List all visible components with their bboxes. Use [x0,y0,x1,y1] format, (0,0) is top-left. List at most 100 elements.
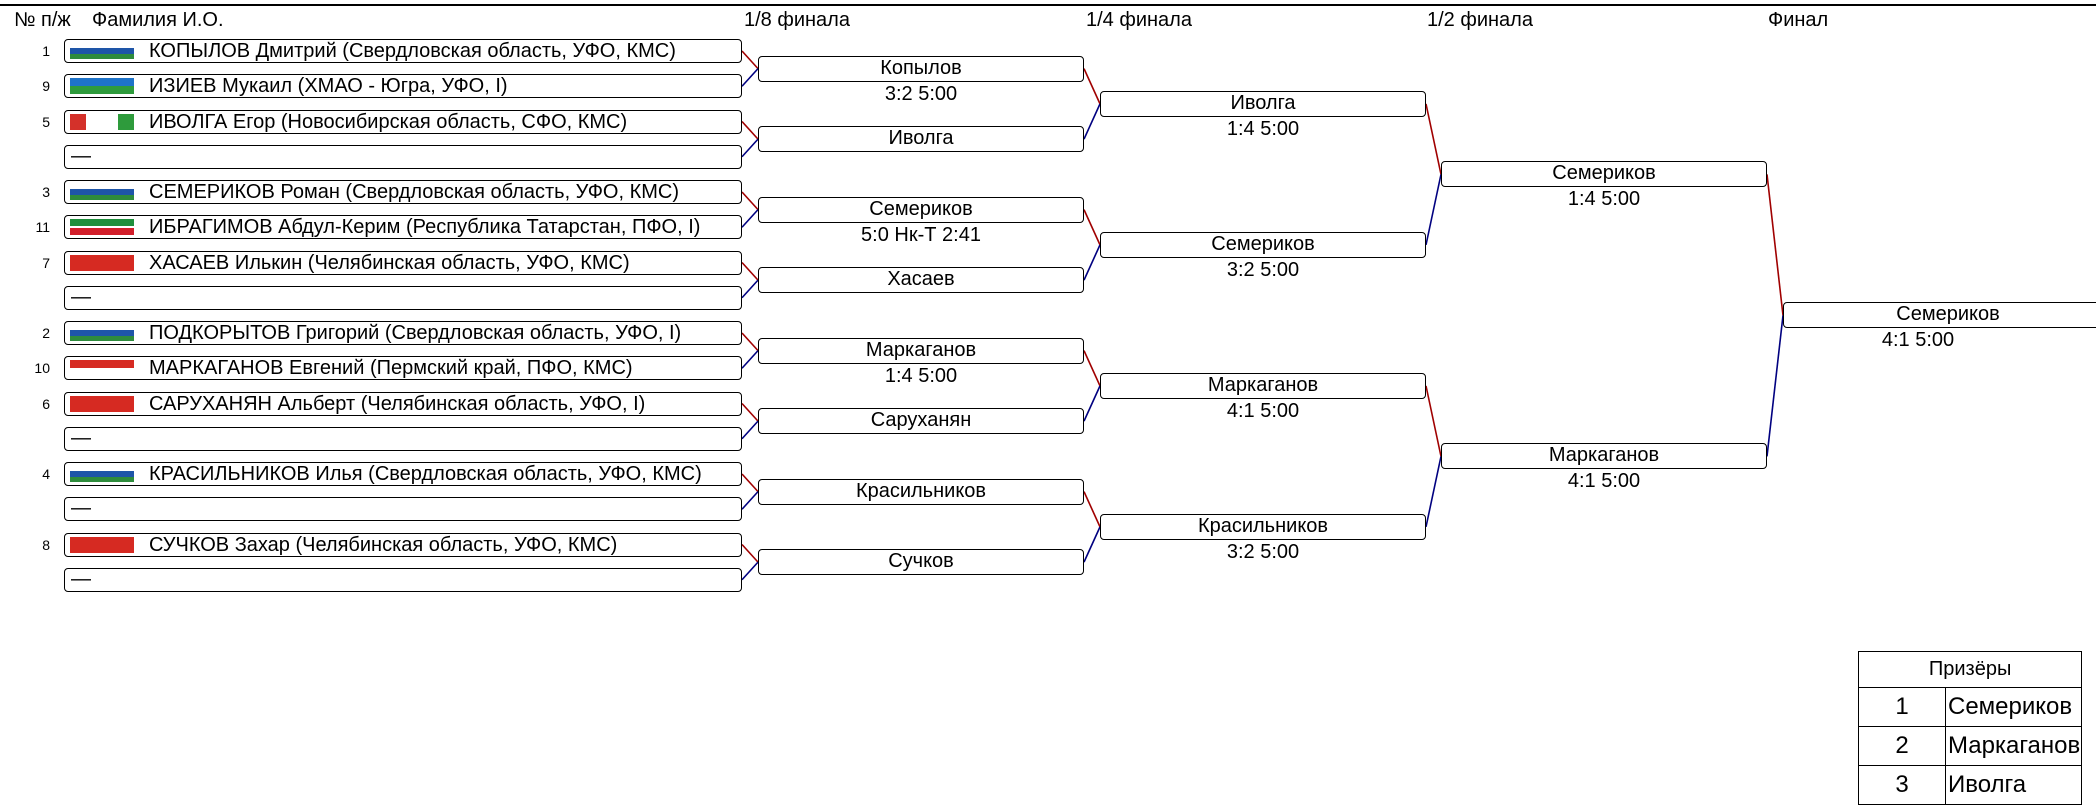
match-score: 1:4 5:00 [1226,117,1300,140]
match-winner[interactable]: Маркаганов [1441,443,1767,470]
flag-stripe [70,43,134,49]
tatarstan-flag-icon [70,219,134,236]
flag-stripe [70,466,134,472]
bracket-connector [741,209,759,228]
place-number: 2 [1858,726,1946,766]
player-entry[interactable]: КРАСИЛЬНИКОВ Илья (Свердловская область,… [64,462,742,486]
player-entry[interactable]: ПОДКОРЫТОВ Григорий (Свердловская област… [64,321,742,345]
bracket-connector [741,279,759,299]
flag-stripe [70,219,134,227]
player-entry[interactable]: СЕМЕРИКОВ Роман (Свердловская область, У… [64,180,742,204]
match-winner[interactable]: Семериков [1441,161,1767,188]
flag-stripe [70,113,134,130]
seed-number: 2 [42,325,50,341]
seed-number: 9 [42,78,50,95]
bracket-lines [741,50,1784,581]
bye-slot: — [71,497,91,520]
match-winner[interactable]: Саруханян [758,408,1084,435]
flag-stripe [70,189,134,195]
final-score: 4:1 5:00 [1881,329,1955,352]
sverdlovsk-flag-icon [70,184,134,200]
match-winner[interactable]: Красильников [1100,513,1426,540]
bracket-connector [1083,385,1101,422]
flag-stripe [70,228,134,236]
bracket-connector [741,473,759,493]
bracket-connector [1425,174,1442,246]
flag-stripe [70,325,134,331]
player-name: СЕМЕРИКОВ Роман (Свердловская область, У… [149,181,680,203]
bye-slot: — [71,144,91,167]
player-entry[interactable]: ИБРАГИМОВ Абдул-Керим (Республика Татарс… [64,215,742,240]
header-full-name: Фамилия И.О. [92,9,224,31]
match-winner[interactable]: Иволга [1100,90,1426,117]
match-winner[interactable]: Семериков [1100,231,1426,258]
player-entry[interactable]: — [64,285,742,310]
match-winner[interactable]: Хасаев [758,267,1084,294]
bracket-connector [1083,526,1101,563]
bracket-connector [1425,385,1442,457]
player-entry[interactable]: — [64,497,742,522]
flag-stripe [70,395,134,412]
player-entry[interactable]: ХАСАЕВ Илькин (Челябинская область, УФО,… [64,250,742,275]
bracket-connector [741,491,759,510]
match-winner[interactable]: Семериков [758,196,1084,223]
flag-stripe [70,335,134,341]
player-name: СУЧКОВ Захар (Челябинская область, УФО, … [149,533,618,556]
flag-stripe [70,184,134,190]
player-entry[interactable]: СУЧКОВ Захар (Челябинская область, УФО, … [64,532,742,557]
player-entry[interactable]: САРУХАНЯН Альберт (Челябинская область, … [64,391,742,416]
header-final: Финал [1768,9,1829,31]
bracket-connector [741,402,759,422]
player-name: ИЗИЕВ Мукаил (ХМАО - Югра, УФО, I) [149,75,508,98]
player-name: ПОДКОРЫТОВ Григорий (Свердловская област… [149,322,682,344]
flag-stripe [70,86,134,95]
player-entry[interactable]: МАРКАГАНОВ Евгений (Пермский край, ПФО, … [64,356,742,381]
sverdlovsk-flag-icon [70,325,134,341]
flag-stripe [70,536,134,553]
header-seed-number: № п/ж [14,9,71,31]
player-name: ИВОЛГА Егор (Новосибирская область, СФО,… [149,110,628,133]
header-semifinal: 1/2 финала [1427,9,1533,31]
match-winner[interactable]: Сучков [758,549,1084,576]
match-winner[interactable]: Маркаганов [758,337,1084,364]
player-entry[interactable]: — [64,426,742,451]
flag-stripe [70,360,134,369]
match-winner[interactable]: Иволга [758,126,1084,153]
flag-stripe [70,226,134,229]
match-score: 5:0 Нк-Т 2:41 [861,223,981,246]
bracket-connector [741,543,759,563]
player-name: КРАСИЛЬНИКОВ Илья (Свердловская область,… [149,463,702,485]
bracket-connector [741,261,759,281]
novosibirsk-flag-icon [70,113,134,130]
chelyabinsk-flag-icon [70,536,134,553]
match-score: 4:1 5:00 [1567,470,1641,493]
player-entry[interactable]: ИЗИЕВ Мукаил (ХМАО - Югра, УФО, I) [64,74,742,99]
khmao-flag-icon [70,78,134,95]
header-round-of-16: 1/8 финала [744,9,850,31]
seed-number: 11 [35,219,50,236]
flag-stripe [70,330,134,336]
bracket-connector [1083,244,1101,281]
match-score: 3:2 5:00 [884,82,958,105]
top-rule [0,4,2096,6]
match-winner[interactable]: Маркаганов [1100,372,1426,399]
seed-number: 8 [42,536,50,553]
bracket-connector [741,332,759,352]
bracket-connector [1083,103,1101,140]
match-winner[interactable]: Копылов [758,55,1084,82]
player-entry[interactable]: ИВОЛГА Егор (Новосибирская область, СФО,… [64,109,742,134]
player-entry[interactable]: — [64,567,742,592]
header-quarterfinal: 1/4 финала [1086,9,1192,31]
final-winner[interactable]: Семериков [1783,302,2096,329]
player-entry[interactable]: — [64,144,742,169]
bracket-connector [1083,491,1101,528]
player-name: МАРКАГАНОВ Евгений (Пермский край, ПФО, … [149,357,633,380]
player-name: КОПЫЛОВ Дмитрий (Свердловская область, У… [149,40,676,62]
player-entry[interactable]: КОПЫЛОВ Дмитрий (Свердловская область, У… [64,39,742,63]
match-winner[interactable]: Красильников [758,478,1084,505]
chelyabinsk-flag-icon [70,395,134,412]
match-score: 3:2 5:00 [1226,540,1300,563]
bracket-connector [741,138,759,158]
